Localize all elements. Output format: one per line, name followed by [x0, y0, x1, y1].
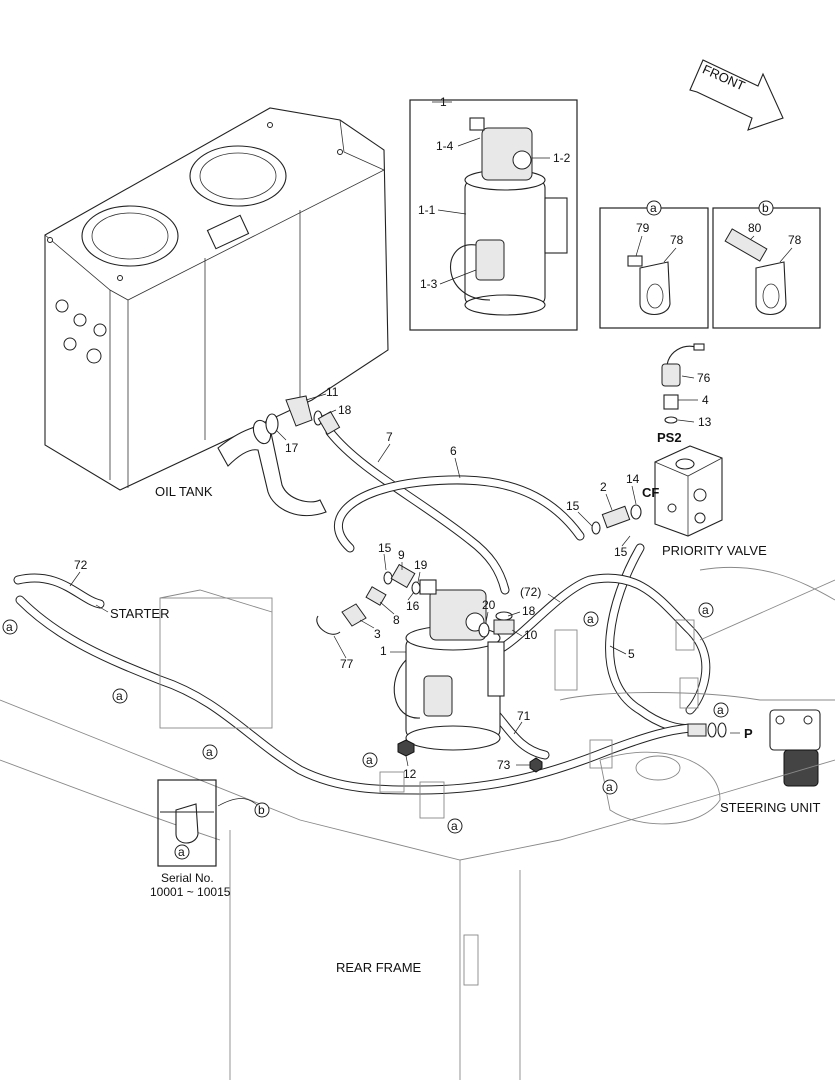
- svg-text:b: b: [258, 803, 265, 817]
- callout-80: 80: [748, 221, 762, 235]
- svg-text:a: a: [587, 612, 594, 626]
- callout-78-a: 78: [670, 233, 684, 247]
- oil-tank-label: OIL TANK: [155, 484, 213, 499]
- callout-18-b: 18: [522, 604, 536, 618]
- steering-unit-label: STEERING UNIT: [720, 800, 820, 815]
- marker-a-3: a: [202, 744, 218, 760]
- svg-text:a: a: [6, 620, 13, 634]
- callout-79: 79: [636, 221, 650, 235]
- pump-outlet-fittings: 20 18 10: [478, 598, 538, 642]
- marker-a-4: a: [362, 752, 378, 768]
- callout-71: 71: [517, 709, 531, 723]
- svg-text:a: a: [451, 819, 458, 833]
- starter-label: STARTER: [110, 606, 169, 621]
- serial-range-label: 10001 ~ 10015: [150, 885, 231, 899]
- callout-72-paren: (72): [520, 585, 541, 599]
- bolts: 12 73: [397, 739, 543, 781]
- suction-pipe: [217, 419, 327, 517]
- port-ps2-label: PS2: [657, 430, 682, 445]
- marker-b-inset: b: [762, 201, 769, 215]
- rear-frame-outline: REAR FRAME: [0, 566, 835, 1080]
- svg-text:a: a: [366, 753, 373, 767]
- marker-a-7: a: [698, 602, 714, 618]
- marker-a-5: a: [447, 818, 463, 834]
- callout-16: 16: [406, 599, 420, 613]
- priority-valve: 76 4 13 PS2 CF PRIORITY VALVE: [642, 343, 767, 558]
- marker-a-8: a: [713, 702, 729, 718]
- callout-72: 72: [74, 558, 88, 572]
- main-pump-unit: 1: [380, 579, 505, 751]
- callout-9: 9: [398, 548, 405, 562]
- pump-inlet-fittings: 15 9 19 16 8 3 77: [316, 541, 428, 671]
- callout-2: 2: [600, 480, 607, 494]
- svg-text:a: a: [116, 689, 123, 703]
- callout-19: 19: [414, 558, 428, 572]
- callout-20: 20: [482, 598, 496, 612]
- inset-clip-b: b 80 78: [712, 200, 821, 329]
- callout-14: 14: [626, 472, 640, 486]
- callout-76: 76: [697, 371, 711, 385]
- callout-17: 17: [285, 441, 299, 455]
- inset-clip-a: a 79 78: [599, 200, 709, 329]
- fittings-2-14-15: 2 14 15 15: [566, 472, 642, 559]
- svg-text:a: a: [206, 745, 213, 759]
- callout-1-4: 1-4: [436, 139, 454, 153]
- marker-a-2: a: [112, 688, 128, 704]
- callout-18-a: 18: [338, 403, 352, 417]
- callout-15-c: 15: [378, 541, 392, 555]
- front-arrow: FRONT: [689, 59, 784, 131]
- marker-a-serial-inset: a: [178, 845, 185, 859]
- callout-1-2: 1-2: [553, 151, 571, 165]
- rear-frame-label: REAR FRAME: [336, 960, 422, 975]
- inset-pump-assembly: 1 1-4 1-2 1-1 1-3: [409, 95, 578, 331]
- callout-8: 8: [393, 613, 400, 627]
- callout-15-b: 15: [614, 545, 628, 559]
- marker-a-9: a: [602, 779, 618, 795]
- callout-1-1: 1-1: [418, 203, 436, 217]
- serial-inset: a Serial No. 10001 ~ 10015: [150, 779, 259, 899]
- marker-a-1: a: [2, 619, 18, 635]
- callout-10: 10: [524, 628, 538, 642]
- svg-text:a: a: [606, 780, 613, 794]
- callout-78-b: 78: [788, 233, 802, 247]
- svg-text:a: a: [717, 703, 724, 717]
- callout-5: 5: [628, 647, 635, 661]
- svg-text:a: a: [702, 603, 709, 617]
- callout-3: 3: [374, 627, 381, 641]
- callout-1-3: 1-3: [420, 277, 438, 291]
- oil-tank: OIL TANK: [44, 107, 389, 499]
- callout-11: 11: [326, 385, 339, 399]
- clip-markers: a a a b a a a a a a: [2, 602, 729, 834]
- marker-a-inset: a: [650, 201, 657, 215]
- priority-valve-label: PRIORITY VALVE: [662, 543, 767, 558]
- callout-73: 73: [497, 758, 511, 772]
- callout-main-1: 1: [380, 644, 387, 658]
- marker-b-1: b: [254, 802, 270, 818]
- serial-no-label: Serial No.: [161, 871, 214, 885]
- callout-15-a: 15: [566, 499, 580, 513]
- tank-outlet-fittings: 11 18 17: [265, 385, 352, 455]
- marker-a-6: a: [583, 611, 599, 627]
- callout-6: 6: [450, 444, 457, 458]
- callout-13: 13: [698, 415, 712, 429]
- callout-4: 4: [702, 393, 709, 407]
- callout-12: 12: [403, 767, 417, 781]
- callout-77: 77: [340, 657, 354, 671]
- port-cf-label: CF: [642, 485, 659, 500]
- port-p-label: P: [744, 726, 753, 741]
- callout-7: 7: [386, 430, 393, 444]
- steering-unit: P STEERING UNIT: [687, 709, 821, 815]
